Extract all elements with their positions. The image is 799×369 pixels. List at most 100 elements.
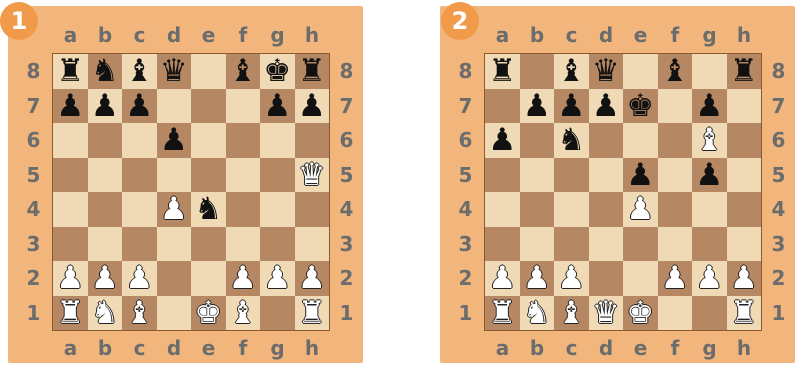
white-bishop-icon[interactable]: ♝ [695,123,723,157]
board-2-square-g7[interactable]: ♟ [692,89,727,124]
black-pawn-icon[interactable]: ♟ [298,89,326,123]
white-bishop-icon[interactable]: ♝ [229,296,257,330]
board-1-square-b4[interactable] [88,192,123,227]
board-2-square-c4[interactable] [554,192,589,227]
white-king-icon[interactable]: ♚ [194,296,222,330]
black-pawn-icon[interactable]: ♟ [91,89,119,123]
board-1-square-a4[interactable] [53,192,88,227]
board-2-square-h4[interactable] [727,192,762,227]
black-pawn-icon[interactable]: ♟ [125,89,153,123]
board-1-square-e1[interactable]: ♚ [191,296,226,331]
white-queen-icon[interactable]: ♛ [298,158,326,192]
board-2-square-f2[interactable]: ♟ [658,261,693,296]
white-pawn-icon[interactable]: ♟ [160,192,188,226]
board-2-square-d2[interactable] [589,261,624,296]
board-2-square-a2[interactable]: ♟ [485,261,520,296]
white-pawn-icon[interactable]: ♟ [125,261,153,295]
board-2-square-a5[interactable] [485,158,520,193]
black-pawn-icon[interactable]: ♟ [263,89,291,123]
black-pawn-icon[interactable]: ♟ [557,89,585,123]
board-2-square-e8[interactable] [623,54,658,89]
board-1-square-f8[interactable]: ♝ [226,54,261,89]
board-1-square-a7[interactable]: ♟ [53,89,88,124]
board-1-square-h6[interactable] [295,123,330,158]
board-1-square-f1[interactable]: ♝ [226,296,261,331]
white-rook-icon[interactable]: ♜ [56,296,84,330]
board-1-square-a6[interactable] [53,123,88,158]
board-2-square-g8[interactable] [692,54,727,89]
board-2-square-h2[interactable]: ♟ [727,261,762,296]
board-1-square-e7[interactable] [191,89,226,124]
board-2-square-f6[interactable] [658,123,693,158]
board-1-square-f4[interactable] [226,192,261,227]
board-2-square-a1[interactable]: ♜ [485,296,520,331]
board-2-square-d3[interactable] [589,227,624,262]
black-pawn-icon[interactable]: ♟ [695,89,723,123]
board-2-square-c1[interactable]: ♝ [554,296,589,331]
board-2-square-b5[interactable] [520,158,555,193]
board-2-square-f5[interactable] [658,158,693,193]
board-2-square-d4[interactable] [589,192,624,227]
board-1-square-e4[interactable]: ♞ [191,192,226,227]
white-bishop-icon[interactable]: ♝ [125,296,153,330]
board-1-square-b2[interactable]: ♟ [88,261,123,296]
board-2-square-g5[interactable]: ♟ [692,158,727,193]
white-king-icon[interactable]: ♚ [626,296,654,330]
black-knight-icon[interactable]: ♞ [557,123,585,157]
board-2-square-h3[interactable] [727,227,762,262]
board-2-square-c8[interactable]: ♝ [554,54,589,89]
board-1-square-g1[interactable] [260,296,295,331]
board-1-square-d1[interactable] [157,296,192,331]
board-2-square-e3[interactable] [623,227,658,262]
board-2-square-g4[interactable] [692,192,727,227]
board-1-square-f7[interactable] [226,89,261,124]
board-1-square-a8[interactable]: ♜ [53,54,88,89]
board-2-square-h8[interactable]: ♜ [727,54,762,89]
white-pawn-icon[interactable]: ♟ [263,261,291,295]
board-2-square-d5[interactable] [589,158,624,193]
black-rook-icon[interactable]: ♜ [56,54,84,88]
board-2-square-f7[interactable] [658,89,693,124]
board-2-square-e2[interactable] [623,261,658,296]
board-1-square-c4[interactable] [122,192,157,227]
board-2-square-f4[interactable] [658,192,693,227]
board-2-square-c2[interactable]: ♟ [554,261,589,296]
black-bishop-icon[interactable]: ♝ [125,54,153,88]
white-pawn-icon[interactable]: ♟ [626,192,654,226]
board-2-square-a7[interactable] [485,89,520,124]
black-bishop-icon[interactable]: ♝ [557,54,585,88]
board-2-square-h5[interactable] [727,158,762,193]
board-2-square-b3[interactable] [520,227,555,262]
black-pawn-icon[interactable]: ♟ [592,89,620,123]
white-queen-icon[interactable]: ♛ [592,296,620,330]
board-2-square-h6[interactable] [727,123,762,158]
board-1-square-h3[interactable] [295,227,330,262]
board-2-square-h1[interactable]: ♜ [727,296,762,331]
board-1-square-d5[interactable] [157,158,192,193]
board-1-square-h5[interactable]: ♛ [295,158,330,193]
white-pawn-icon[interactable]: ♟ [488,261,516,295]
white-knight-icon[interactable]: ♞ [91,296,119,330]
board-2-square-b8[interactable] [520,54,555,89]
board-1-square-d7[interactable] [157,89,192,124]
board-2-square-e7[interactable]: ♚ [623,89,658,124]
white-rook-icon[interactable]: ♜ [730,296,758,330]
board-2-square-h7[interactable] [727,89,762,124]
board-1-square-b5[interactable] [88,158,123,193]
board-2-square-g1[interactable] [692,296,727,331]
board-1-square-e5[interactable] [191,158,226,193]
board-1-square-e2[interactable] [191,261,226,296]
board-1-square-g5[interactable] [260,158,295,193]
white-pawn-icon[interactable]: ♟ [56,261,84,295]
board-1-square-h4[interactable] [295,192,330,227]
board-1-square-a3[interactable] [53,227,88,262]
board-1-square-f6[interactable] [226,123,261,158]
black-knight-icon[interactable]: ♞ [194,192,222,226]
board-2-square-d7[interactable]: ♟ [589,89,624,124]
board-1-square-a5[interactable] [53,158,88,193]
board-1-square-f5[interactable] [226,158,261,193]
board-1-square-e3[interactable] [191,227,226,262]
white-pawn-icon[interactable]: ♟ [695,261,723,295]
white-pawn-icon[interactable]: ♟ [661,261,689,295]
board-1-square-c8[interactable]: ♝ [122,54,157,89]
